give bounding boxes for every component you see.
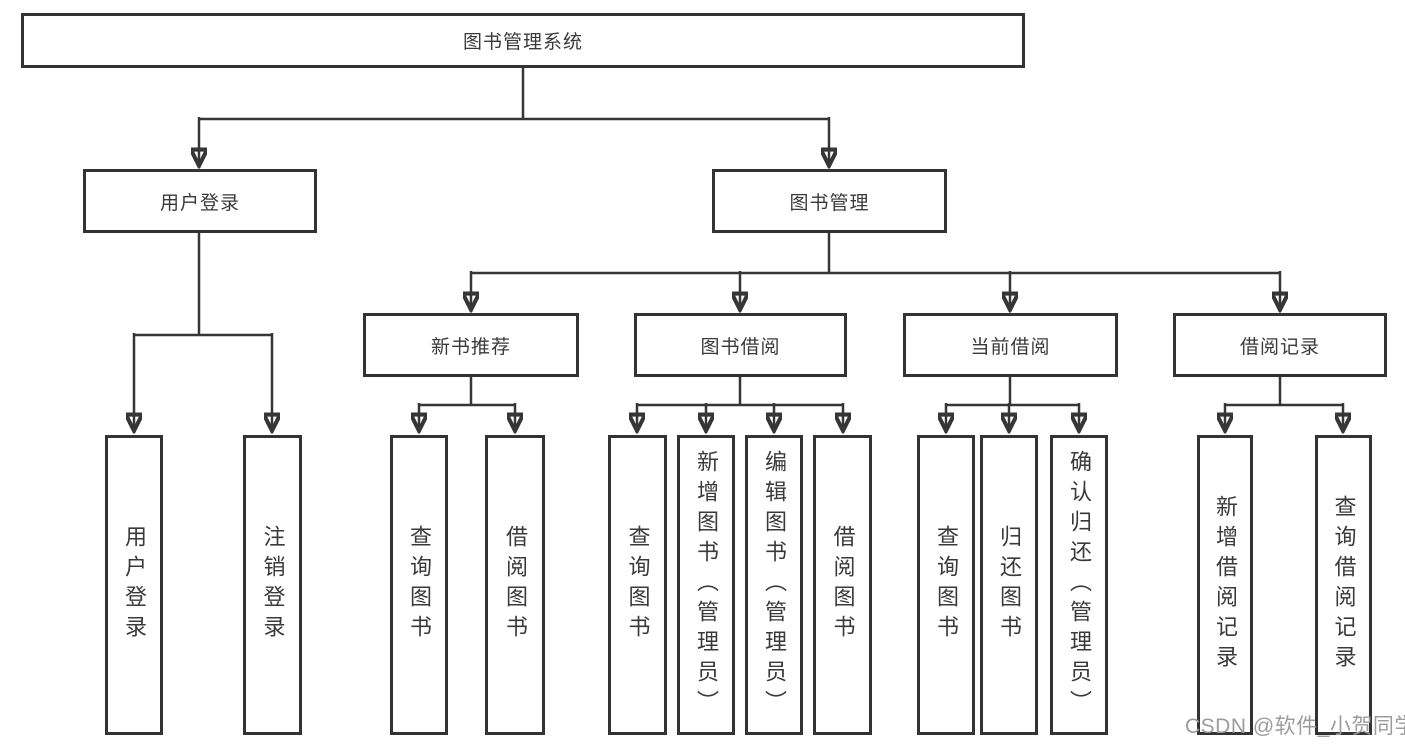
leaf-current-query-books: 查询图书: [917, 435, 975, 735]
node-book-borrowing: 图书借阅: [634, 313, 847, 377]
node-book-management-branch: 图书管理: [712, 169, 947, 233]
leaf-current-confirm-return-admin: 确认归还（管理员）: [1050, 435, 1108, 735]
root-to-level2-connectors: [199, 68, 829, 165]
book-borrow-children-connectors: [637, 377, 843, 430]
node-current-borrowing: 当前借阅: [903, 313, 1118, 377]
leaf-newbooks-borrow-books: 借阅图书: [485, 435, 545, 735]
management-to-level3-connectors: [471, 233, 1280, 309]
node-user-login-branch: 用户登录: [83, 169, 317, 233]
node-borrow-records: 借阅记录: [1173, 313, 1387, 377]
leaf-records-add-record: 新增借阅记录: [1197, 435, 1253, 735]
leaf-records-query-record: 查询借阅记录: [1315, 435, 1372, 735]
node-root-system: 图书管理系统: [21, 13, 1025, 68]
csdn-watermark: CSDN @软件_小贺同学: [1185, 715, 1405, 738]
login-branch-connectors: [134, 233, 272, 430]
leaf-current-return-books: 归还图书: [980, 435, 1038, 735]
leaf-borrowing-add-books-admin: 新增图书（管理员）: [677, 435, 735, 735]
leaf-newbooks-query-books: 查询图书: [390, 435, 448, 735]
leaf-user-login: 用户登录: [105, 435, 163, 735]
leaf-logout: 注销登录: [243, 435, 302, 735]
leaf-borrowing-borrow-books: 借阅图书: [813, 435, 872, 735]
node-new-book-recommend: 新书推荐: [363, 313, 579, 377]
new-books-children-connectors: [419, 377, 515, 430]
borrow-records-children-connectors: [1225, 377, 1343, 430]
current-borrow-children-connectors: [946, 377, 1079, 430]
leaf-borrowing-query-books: 查询图书: [608, 435, 667, 735]
leaf-borrowing-edit-books-admin: 编辑图书（管理员）: [745, 435, 803, 735]
